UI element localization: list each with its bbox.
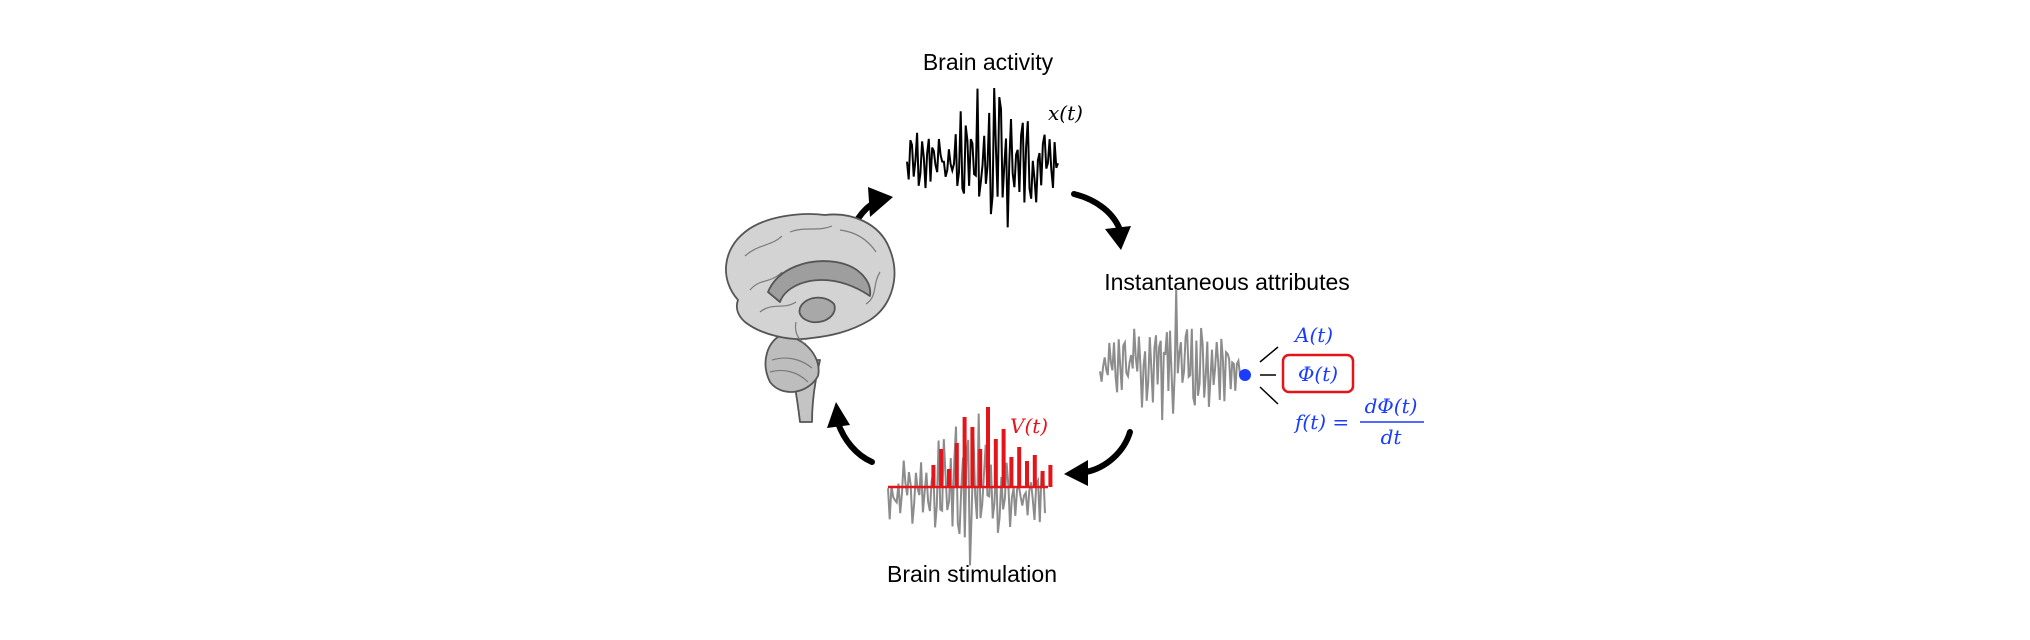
phase-label: Φ(t)	[1298, 362, 1338, 386]
stimulation-pulse	[1048, 465, 1053, 487]
analysis-point	[1239, 369, 1251, 381]
frequency-denominator: dt	[1381, 425, 1403, 449]
stimulation-pulse	[970, 427, 975, 487]
stimulation-pulses	[931, 407, 1053, 487]
stimulation-pulse	[962, 417, 967, 487]
stimulation-pulse	[947, 469, 951, 487]
stimulation-pulse	[1032, 455, 1037, 487]
frequency-lhs-label: f(t) =	[1293, 410, 1349, 434]
brain-stimulation-label: Brain stimulation	[887, 561, 1057, 587]
stimulation-pulse	[978, 449, 983, 487]
phase-highlight-box	[1281, 353, 1355, 394]
stimulation-pulse	[1001, 429, 1006, 487]
stimulation-pulse	[939, 449, 944, 487]
stimulation-pulse	[1025, 461, 1029, 487]
signal-x-label: x(t)	[1048, 101, 1083, 125]
stimulation-pulse	[986, 407, 990, 487]
attributes-signal	[1099, 288, 1241, 421]
cycle-arrow-icon	[827, 187, 1133, 486]
stimulation-pulse	[1017, 447, 1022, 487]
arrow-activity-to-attributes	[1071, 191, 1123, 233]
stimulation-pulse	[1009, 457, 1014, 487]
attribute-branches	[1259, 346, 1279, 405]
instantaneous-attributes-label: Instantaneous attributes	[1104, 269, 1350, 295]
stimulation-pulse	[1040, 471, 1045, 487]
stimulus-v-label: V(t)	[1010, 414, 1048, 438]
arrow-attributes-to-stimulation	[1083, 429, 1133, 475]
stimulation-pulse	[993, 439, 998, 487]
brain-activity-signal	[906, 87, 1059, 228]
amplitude-label: A(t)	[1293, 323, 1333, 347]
stimulation-pulse	[931, 465, 936, 487]
stimulation-pulse	[954, 443, 959, 487]
arrow-stimulation-to-brain	[835, 420, 875, 465]
brain-activity-label: Brain activity	[923, 49, 1054, 75]
brain-sagittal-icon	[725, 213, 896, 423]
frequency-numerator: dΦ(t)	[1365, 394, 1418, 418]
